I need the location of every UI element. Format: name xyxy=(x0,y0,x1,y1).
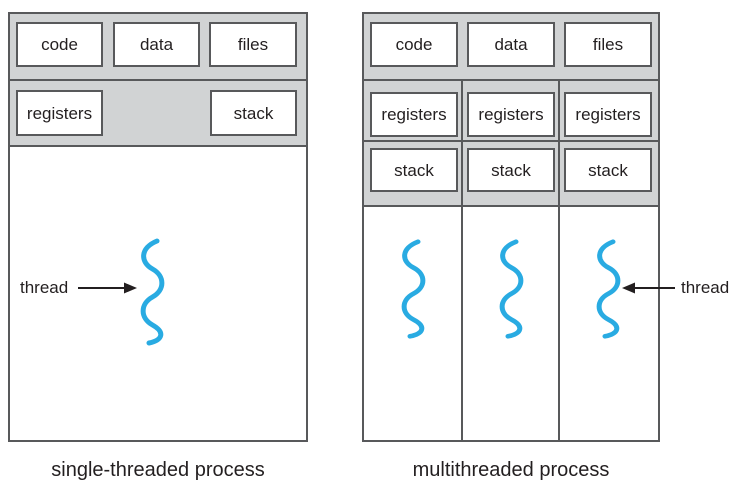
stack-box-col1: stack xyxy=(370,148,458,192)
thread-squiggle-icon xyxy=(596,239,621,339)
column-divider-1 xyxy=(461,81,463,440)
code-box: code xyxy=(370,22,458,67)
registers-label: registers xyxy=(26,103,93,123)
registers-label: registers xyxy=(381,105,447,124)
thread-squiggle-icon xyxy=(140,238,165,346)
data-box: data xyxy=(113,22,200,67)
caption-multithreaded: multithreaded process xyxy=(412,459,610,481)
files-label: files xyxy=(237,35,269,54)
stack-label: stack xyxy=(394,160,434,180)
code-label: code xyxy=(41,35,78,54)
stack-label: stack xyxy=(233,103,274,123)
code-box: code xyxy=(16,22,103,67)
thread-squiggle-icon xyxy=(401,239,426,339)
data-label: data xyxy=(494,35,528,54)
thread-arrow-left-icon xyxy=(622,282,675,294)
caption-single-threaded: single-threaded process xyxy=(51,459,265,481)
thread-squiggle-icon xyxy=(499,239,524,339)
code-label: code xyxy=(395,35,433,54)
registers-box-col3: registers xyxy=(564,92,652,137)
data-label: data xyxy=(139,35,174,54)
thread-label-left: thread xyxy=(20,278,69,297)
data-box: data xyxy=(467,22,555,67)
files-box: files xyxy=(209,22,297,67)
files-box: files xyxy=(564,22,652,67)
registers-box-col1: registers xyxy=(370,92,458,137)
thread-label-right: thread xyxy=(681,278,730,297)
stack-label: stack xyxy=(491,160,531,180)
stack-box-col3: stack xyxy=(564,148,652,192)
column-divider-2 xyxy=(558,81,560,440)
registers-box: registers xyxy=(16,90,103,136)
registers-label: registers xyxy=(478,105,544,124)
stack-box: stack xyxy=(210,90,297,136)
stack-label: stack xyxy=(588,160,628,180)
stack-box-col2: stack xyxy=(467,148,555,192)
files-label: files xyxy=(592,35,624,54)
thread-arrow-right-icon xyxy=(78,282,137,294)
registers-label: registers xyxy=(575,105,641,124)
registers-box-col2: registers xyxy=(467,92,555,137)
